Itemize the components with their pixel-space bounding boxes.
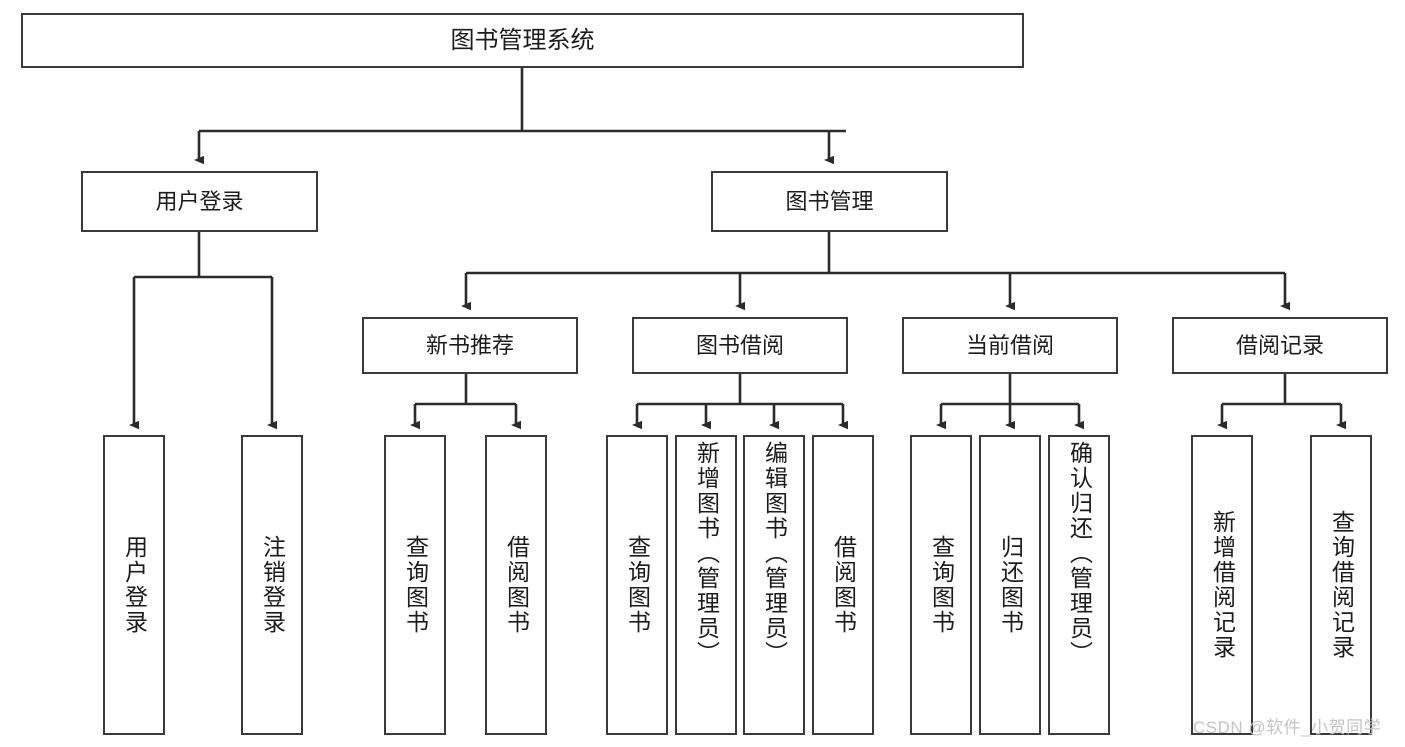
- node-label: 当前借阅: [965, 332, 1054, 358]
- node-label: 查询图书: [624, 535, 651, 635]
- node-label: 编辑图书（管理员）: [761, 441, 788, 666]
- node-leaf-borrow-book-rec[interactable]: 借阅图书: [485, 435, 547, 735]
- node-book-manage[interactable]: 图书管理: [711, 171, 948, 232]
- node-label: 确认归还（管理员）: [1066, 441, 1093, 666]
- node-leaf-query-book-current[interactable]: 查询图书: [910, 435, 972, 735]
- node-book-borrow[interactable]: 图书借阅: [632, 317, 848, 374]
- node-label: 借阅图书: [503, 535, 530, 635]
- node-label: 用户登录: [121, 535, 148, 635]
- node-leaf-query-book-rec[interactable]: 查询图书: [384, 435, 446, 735]
- node-user-login[interactable]: 用户登录: [81, 171, 318, 232]
- node-leaf-query-borrow-record[interactable]: 查询借阅记录: [1310, 435, 1372, 735]
- node-label: 归还图书: [997, 535, 1024, 635]
- node-leaf-add-book-admin[interactable]: 新增图书（管理员）: [675, 435, 737, 735]
- node-leaf-user-login[interactable]: 用户登录: [103, 435, 165, 735]
- node-label: 图书借阅: [695, 332, 784, 358]
- node-label: 借阅图书: [830, 535, 857, 635]
- node-label: 图书管理系统: [450, 26, 595, 54]
- node-leaf-return-book[interactable]: 归还图书: [979, 435, 1041, 735]
- node-label: 查询借阅记录: [1328, 510, 1355, 660]
- node-current-borrow[interactable]: 当前借阅: [902, 317, 1118, 374]
- node-label: 新书推荐: [425, 332, 514, 358]
- csdn-watermark: CSDN @软件_小贺同学: [1193, 718, 1382, 737]
- node-label: 用户登录: [155, 188, 244, 214]
- node-leaf-confirm-return-admin[interactable]: 确认归还（管理员）: [1048, 435, 1110, 735]
- node-leaf-add-borrow-record[interactable]: 新增借阅记录: [1191, 435, 1253, 735]
- node-label: 查询图书: [928, 535, 955, 635]
- node-leaf-borrow-book[interactable]: 借阅图书: [812, 435, 874, 735]
- node-label: 图书管理: [785, 188, 874, 214]
- node-label: 查询图书: [402, 535, 429, 635]
- node-label: 借阅记录: [1235, 332, 1324, 358]
- node-label: 新增图书（管理员）: [693, 441, 720, 666]
- node-new-book-recommendation[interactable]: 新书推荐: [362, 317, 578, 374]
- node-label: 注销登录: [259, 535, 286, 635]
- node-label: 新增借阅记录: [1209, 510, 1236, 660]
- node-leaf-logout-login[interactable]: 注销登录: [241, 435, 303, 735]
- node-book-management-system[interactable]: 图书管理系统: [21, 13, 1024, 68]
- node-leaf-edit-book-admin[interactable]: 编辑图书（管理员）: [743, 435, 805, 735]
- node-leaf-query-book-borrow[interactable]: 查询图书: [606, 435, 668, 735]
- node-borrow-record[interactable]: 借阅记录: [1172, 317, 1388, 374]
